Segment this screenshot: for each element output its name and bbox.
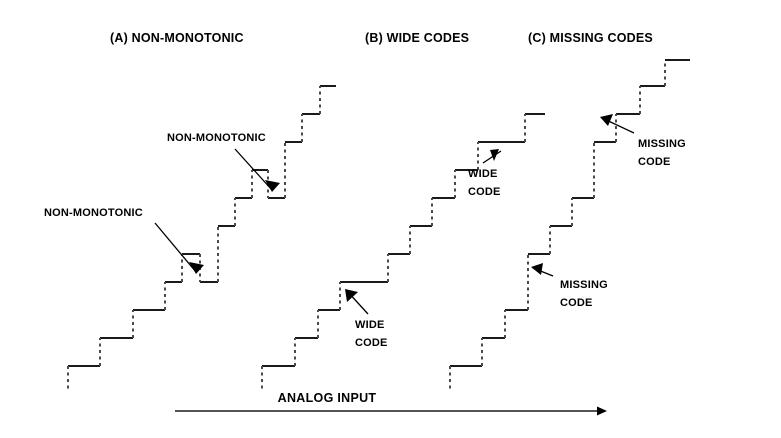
callout-missing-lower-line1: MISSING — [560, 279, 608, 291]
leader-missing-lower — [531, 263, 554, 277]
leader-missing-upper — [600, 114, 635, 134]
callout-missing-upper-line2: CODE — [638, 156, 671, 168]
callout-wide-upper-line2: CODE — [468, 186, 501, 198]
callout-nonmonotonic-upper: NON-MONOTONIC — [167, 132, 266, 144]
callout-missing-upper-line1: MISSING — [638, 138, 686, 150]
panel-title-a: (A) NON-MONOTONIC — [110, 31, 244, 45]
arrow-right-icon — [597, 406, 607, 416]
leader-wide-lower — [345, 289, 369, 315]
axis-label-analog-input: ANALOG INPUT — [278, 391, 377, 405]
leader-arrow-icon — [600, 114, 613, 126]
stair-b-treads — [262, 113, 545, 367]
leader-arrow-icon — [490, 149, 499, 161]
leader-wide-upper — [482, 149, 502, 164]
leader-arrow-icon — [345, 289, 358, 302]
staircase-b — [261, 113, 545, 392]
leader-nonmonotonic-upper — [234, 148, 280, 192]
leader-nonmonotonic-lower — [154, 222, 204, 274]
callout-wide-lower-line1: WIDE — [355, 319, 385, 331]
callout-wide-upper-line1: WIDE — [468, 168, 498, 180]
callout-missing-lower-line2: CODE — [560, 297, 593, 309]
leader-arrow-icon — [189, 262, 204, 274]
stair-a-treads — [68, 85, 336, 367]
stair-c-risers — [449, 60, 666, 392]
staircase-c — [449, 59, 690, 392]
stair-b-risers — [261, 114, 526, 392]
leader-arrow-icon — [265, 180, 280, 192]
panel-title-b: (B) WIDE CODES — [365, 31, 469, 45]
analog-input-axis-arrow — [175, 406, 607, 416]
callout-nonmonotonic-lower: NON-MONOTONIC — [44, 207, 143, 219]
callout-wide-lower-line2: CODE — [355, 337, 388, 349]
stair-c-treads — [450, 59, 690, 367]
panel-title-c: (C) MISSING CODES — [528, 31, 653, 45]
leader-arrow-icon — [531, 263, 543, 275]
